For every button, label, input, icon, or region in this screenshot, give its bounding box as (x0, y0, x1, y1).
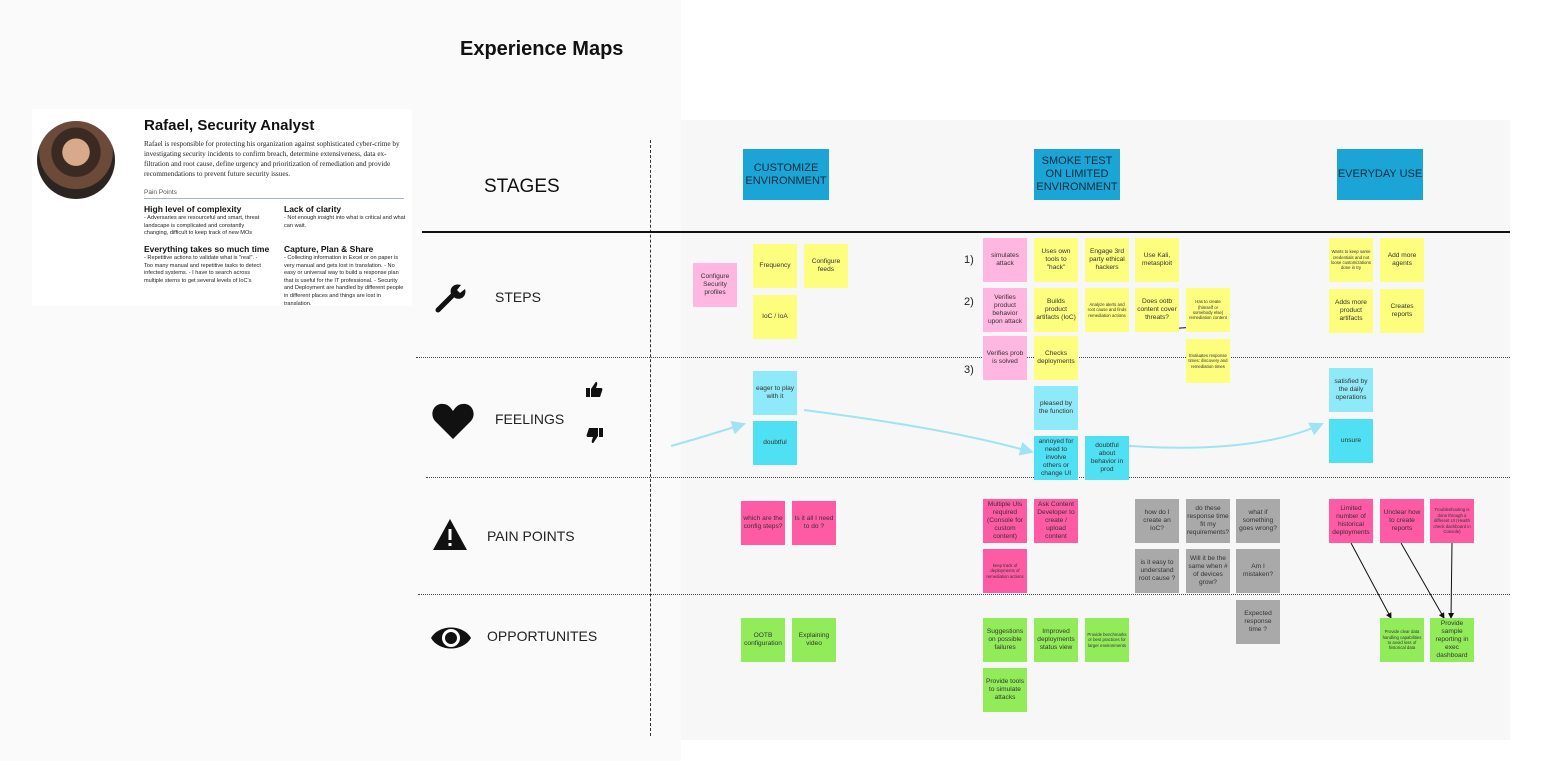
feeling-line-start (670, 420, 746, 447)
sticky-note: Configure Security profiles (693, 263, 737, 307)
eye-icon (431, 627, 471, 649)
sticky-note: is it easy to understand root cause ? (1135, 549, 1179, 593)
pain-arrow (1350, 542, 1392, 619)
row-label-steps: STEPS (495, 289, 541, 305)
thumbs-down-icon (586, 428, 603, 444)
sticky-note: Verifies prob is solved (983, 336, 1027, 380)
sticky-note: Limited number of historical deployments (1329, 499, 1373, 543)
avatar (37, 121, 115, 199)
sticky-note: keep track of deployments of remediation… (983, 549, 1027, 593)
sticky-note: Provide benchmarks or best practices for… (1085, 618, 1129, 662)
sticky-note: Improved deployments status view (1034, 618, 1078, 662)
sticky-note: Provide clear data handling capabilities… (1380, 618, 1424, 662)
section-heading: Lack of clarity (284, 204, 342, 214)
sticky-note: eager to play with it (753, 371, 797, 415)
section-heading: High level of complexity (144, 204, 242, 214)
sticky-note: Wants to keep same credentials and not l… (1329, 238, 1373, 282)
sticky-note: Engage 3rd party ethical hackers (1085, 238, 1129, 282)
sticky-note: satisfied by the daily operations (1329, 368, 1373, 412)
section-heading: Capture, Plan & Share (284, 244, 374, 254)
sticky-note: Troubleshooting is done through a differ… (1430, 499, 1474, 543)
pain-points-label: Pain Points (144, 189, 177, 196)
feeling-line-mid (803, 409, 1034, 456)
sticky-note: Does ootb content cover threats? (1135, 288, 1179, 332)
thumbs-up-icon (586, 381, 603, 397)
sticky-note: Analyze alerts and root cause and finds … (1085, 288, 1129, 332)
sticky-note: Verifies product behavior upon attack (983, 288, 1027, 332)
sticky-note: Add more agents (1380, 238, 1424, 282)
sticky-note: Am I mistaken? (1236, 549, 1280, 593)
sticky-note: Multiple UIs required (Console for custo… (983, 499, 1027, 543)
persona-description: Rafael is responsible for protecting his… (144, 140, 400, 178)
feeling-line-end (1105, 422, 1324, 449)
sticky-note: Configure feeds (804, 244, 848, 288)
wrench-icon (435, 284, 466, 313)
sticky-note: which are the config steps? (741, 501, 785, 545)
sticky-note: Use Kali, metasploit (1135, 238, 1179, 282)
sticky-note: Expected response time ? (1236, 600, 1280, 644)
row-divider (416, 357, 1510, 358)
sticky-note: how do I create an IoC? (1135, 499, 1179, 543)
section-text: - Repetitive actions to validate what is… (144, 255, 261, 284)
page-title: Experience Maps (460, 38, 624, 60)
sticky-note: Unclear how to create reports (1380, 499, 1424, 543)
sticky-note: Evaluates response times: discovery and … (1186, 339, 1230, 383)
row-label-opportunities: OPPORTUNITES (487, 628, 598, 644)
sticky-note: Provide sample reporting in exec dashboa… (1430, 618, 1474, 662)
section-text: - Adversaries are resourceful and smart,… (144, 215, 260, 237)
sticky-note: Suggestions on possible failures (983, 618, 1027, 662)
sticky-note: Is it all I need to do ? (792, 501, 836, 545)
sticky-note: annoyed for need to involve others or ch… (1034, 436, 1078, 480)
sticky-note: Builds product artifacts (IoC) (1034, 288, 1078, 332)
stage-customize: CUSTOMIZE ENVIRONMENT (743, 149, 829, 200)
step-number: 2) (964, 296, 974, 308)
step-number: 1) (964, 254, 974, 266)
stage-everyday-use: EVERYDAY USE (1337, 149, 1423, 200)
stage-smoke-test: SMOKE TEST ON LIMITED ENVIRONMENT (1034, 149, 1120, 200)
sticky-note: Provide tools to simulate attacks (983, 668, 1027, 712)
divider (144, 198, 404, 199)
pain-arrow (1400, 542, 1445, 619)
sticky-note: what if something goes wrong? (1236, 499, 1280, 543)
row-divider (418, 594, 1510, 595)
row-label-pain-points: PAIN POINTS (487, 528, 575, 544)
sticky-note: Has to create (himself or somebody else)… (1186, 288, 1230, 332)
sticky-note: Creates reports (1380, 289, 1424, 333)
section-text: - Collecting information in Excel or on … (284, 255, 404, 307)
sticky-note: Explaining video (792, 618, 836, 662)
sticky-note: Ask Content Developer to create / upload… (1034, 499, 1078, 543)
sticky-note: OOTB configuration (741, 618, 785, 662)
sticky-note: do these response time fit my requiremen… (1186, 499, 1230, 543)
section-heading: Everything takes so much time (144, 244, 270, 254)
sticky-note: Frequency (753, 244, 797, 288)
warning-icon (433, 519, 467, 550)
sticky-note: unsure (1329, 419, 1373, 463)
sticky-note: Adds more product artifacts (1329, 289, 1373, 333)
persona-name: Rafael, Security Analyst (144, 117, 315, 134)
vertical-divider (650, 140, 651, 736)
sticky-note: IoC / IoA (753, 295, 797, 339)
sticky-note: simulates attack (983, 238, 1027, 282)
sticky-note: pleased by the function (1034, 386, 1078, 430)
step-number: 3) (964, 364, 974, 376)
sticky-note: Will it be the same when # of devices gr… (1186, 549, 1230, 593)
pain-arrow (1448, 542, 1455, 619)
heart-icon (432, 403, 474, 439)
row-label-feelings: FEELINGS (495, 411, 565, 427)
stages-label: STAGES (484, 176, 560, 197)
sticky-note: Checks deployments (1034, 336, 1078, 380)
stages-divider (422, 231, 1510, 233)
sticky-note: doubtful about behavior in prod (1085, 436, 1129, 480)
row-divider (426, 477, 1510, 478)
sticky-note: doubtful (753, 421, 797, 465)
section-text: - Not enough insight into what is critic… (284, 215, 406, 229)
persona-card: Rafael, Security Analyst Rafael is respo… (32, 109, 412, 307)
sticky-note: Uses own tools to "hack" (1034, 238, 1078, 282)
